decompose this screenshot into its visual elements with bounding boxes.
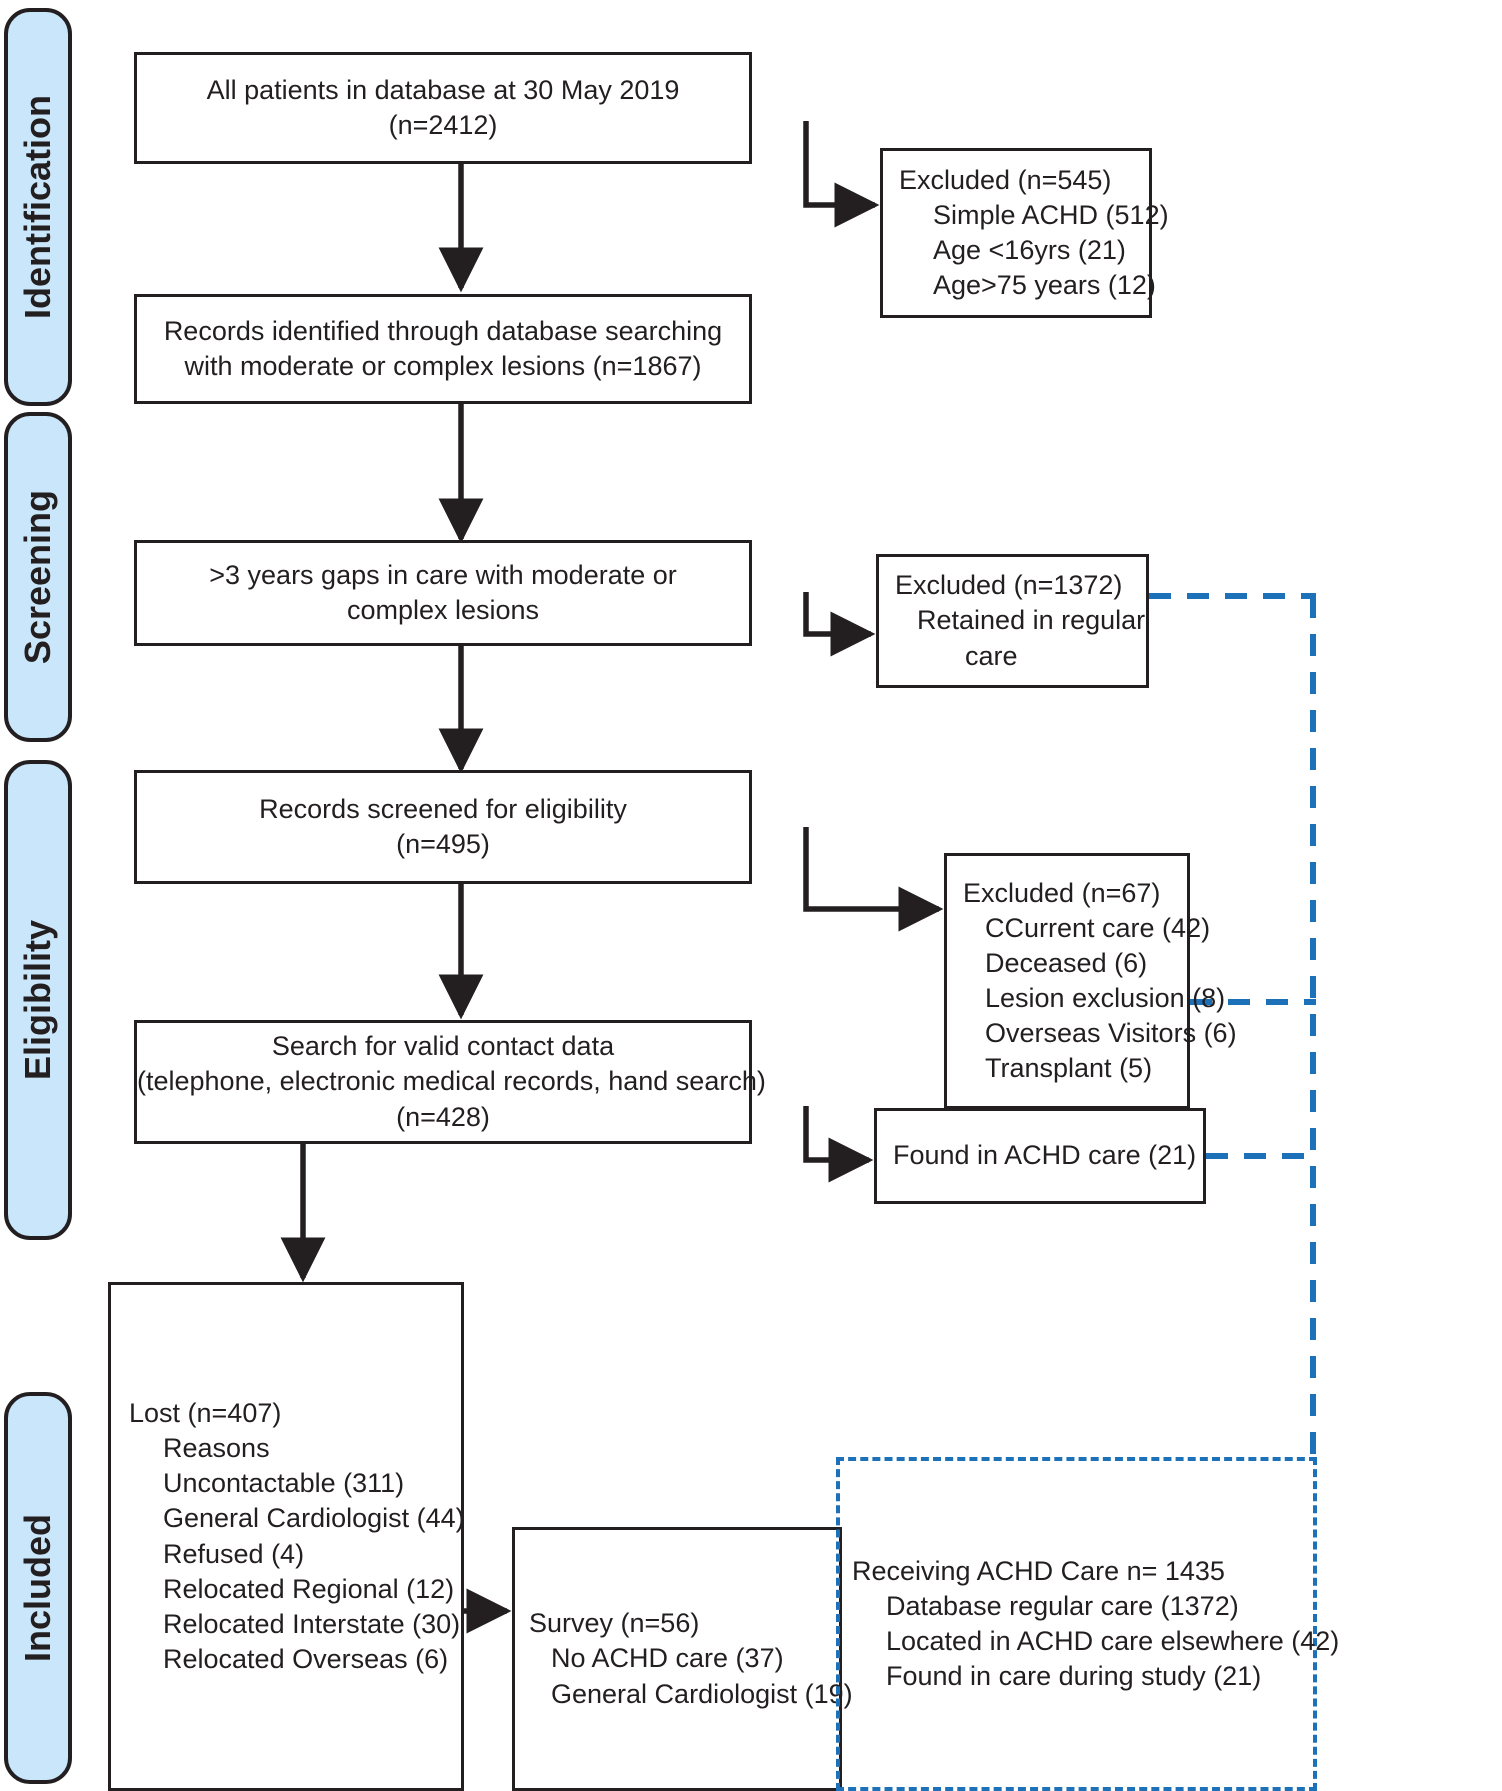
survey-line-2: No ACHD care (37) [551, 1643, 784, 1674]
excluded-545-line-3: Age <16yrs (21) [933, 235, 1126, 265]
excluded-545-line-2: Simple ACHD (512) [933, 199, 1169, 230]
excluded-67-box: Excluded (n=67) CCurrent care (42) Decea… [944, 853, 1237, 1109]
arrow-gaps-to-excluded1372 [803, 592, 876, 657]
records-screened-line-2: (n=495) [396, 829, 490, 859]
records-identified-box: Records identified through database sear… [134, 294, 752, 404]
search-contact-data-box: Search for valid contact data (telephone… [134, 1020, 766, 1144]
lost-line-7: Relocated Interstate (30) [163, 1608, 461, 1639]
receiving-achd-care-box: Receiving ACHD Care n= 1435 Database reg… [836, 1457, 1340, 1791]
stage-pill-screening: Screening [4, 412, 72, 742]
gaps-in-care-box: >3 years gaps in care with moderate or c… [134, 540, 752, 646]
excluded-1372-line-2: Retained in regular [917, 605, 1146, 636]
receiving-care-line-3: Located in ACHD care elsewhere (42) [886, 1626, 1340, 1656]
lost-line-8: Relocated Overseas (6) [163, 1643, 449, 1674]
gaps-in-care-line-1: >3 years gaps in care with moderate or [209, 559, 677, 590]
stage-pill-eligibility: Eligibility [4, 760, 72, 1240]
lost-line-5: Refused (4) [163, 1538, 305, 1569]
all-patients-box: All patients in database at 30 May 2019 … [134, 52, 752, 164]
records-identified-line-2: with moderate or complex lesions (n=1867… [184, 351, 702, 381]
excluded-67-line-2: CCurrent care (42) [985, 912, 1211, 943]
excluded-67-line-1: Excluded (n=67) [963, 877, 1161, 908]
lost-line-6: Relocated Regional (12) [163, 1573, 455, 1604]
search-contact-line-1: Search for valid contact data [271, 1031, 615, 1062]
excluded-67-line-4: Lesion exclusion (8) [985, 983, 1226, 1013]
records-identified-line-1: Records identified through database sear… [163, 315, 723, 346]
stage-label-included: Included [17, 1513, 58, 1662]
found-in-achd-line-1: Found in ACHD care (21) [893, 1140, 1197, 1171]
excluded-545-line-4: Age>75 years (12) [933, 270, 1156, 301]
excluded-67-line-6: Transplant (5) [985, 1053, 1153, 1084]
arrow-screened-to-excluded67 [803, 827, 944, 932]
gaps-in-care-line-2: complex lesions [346, 595, 540, 625]
excluded-1372-line-3: care [965, 640, 1018, 671]
search-contact-line-3: (n=428) [396, 1101, 490, 1132]
records-screened-line-1: Records screened for eligibility [259, 793, 627, 824]
excluded-67-line-5: Overseas Visitors (6) [985, 1018, 1237, 1049]
lost-line-1: Lost (n=407) [129, 1398, 282, 1429]
arrow-allpatients-to-excluded545 [803, 121, 880, 228]
search-contact-line-2: (telephone, electronic medical records, … [137, 1066, 766, 1097]
receiving-care-line-4: Found in care during study (21) [886, 1661, 1262, 1692]
lost-box: Lost (n=407) Reasons Uncontactable (311)… [108, 1282, 465, 1791]
excluded-545-box: Excluded (n=545) Simple ACHD (512) Age <… [880, 148, 1169, 318]
all-patients-line-1: All patients in database at 30 May 2019 [206, 74, 680, 105]
excluded-545-line-1: Excluded (n=545) [899, 164, 1112, 195]
arrow-search-to-found [803, 1106, 874, 1183]
stage-label-screening: Screening [17, 489, 58, 665]
survey-box: Survey (n=56) No ACHD care (37) General … [512, 1527, 853, 1791]
survey-line-1: Survey (n=56) [529, 1608, 700, 1639]
lost-line-4: General Cardiologist (44) [163, 1503, 465, 1534]
survey-line-3: General Cardiologist (19) [551, 1678, 853, 1709]
excluded-1372-box: Excluded (n=1372) Retained in regular ca… [876, 554, 1149, 688]
stage-pill-identification: Identification [4, 8, 72, 406]
found-in-achd-care-box: Found in ACHD care (21) [874, 1108, 1206, 1204]
receiving-care-line-2: Database regular care (1372) [886, 1590, 1239, 1621]
stage-label-eligibility: Eligibility [17, 919, 58, 1080]
lost-line-3: Uncontactable (311) [163, 1468, 405, 1499]
excluded-1372-line-1: Excluded (n=1372) [895, 570, 1123, 601]
stage-label-identification: Identification [17, 95, 58, 319]
receiving-care-line-1: Receiving ACHD Care n= 1435 [852, 1555, 1225, 1586]
records-screened-box: Records screened for eligibility (n=495) [134, 770, 752, 884]
all-patients-line-2: (n=2412) [388, 110, 498, 140]
stage-pill-included: Included [4, 1392, 72, 1784]
excluded-67-line-3: Deceased (6) [985, 947, 1148, 978]
lost-line-2: Reasons [163, 1433, 270, 1464]
